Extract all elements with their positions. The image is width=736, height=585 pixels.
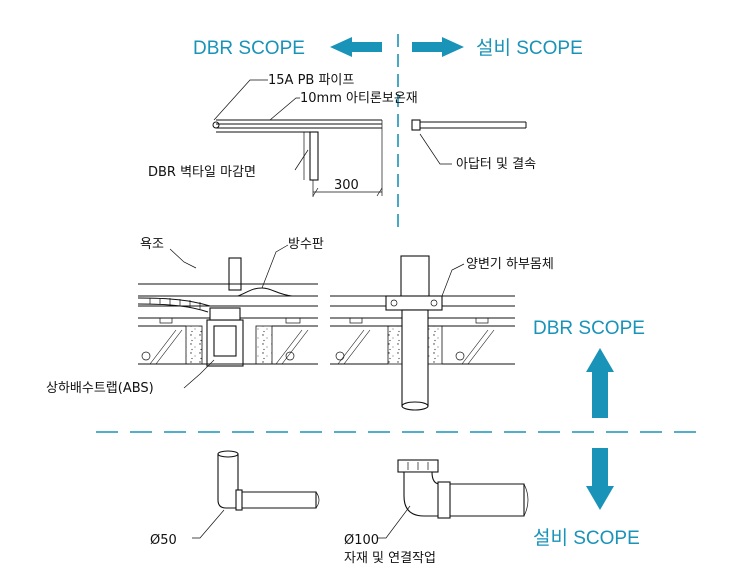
bathtub-floor-section <box>137 257 318 367</box>
pipe50-label: Ø50 <box>150 533 177 548</box>
pb-pipe-label: 15A PB 파이프 <box>268 73 354 88</box>
scope-label-dbr-right: DBR SCOPE <box>533 318 645 339</box>
toilet-base-label: 양변기 하부몸체 <box>466 257 554 272</box>
toilet-floor-section <box>330 255 515 411</box>
insulation-label: 10mm 아티론보온재 <box>300 91 418 106</box>
leader-bathtub <box>169 248 197 269</box>
pipe-100-elbow <box>397 459 529 519</box>
leader-toilet <box>441 263 465 297</box>
waterproof-label: 방수판 <box>288 237 324 252</box>
pipe100-label: Ø100 <box>344 533 379 548</box>
scope-label-facility-right: 설비 SCOPE <box>533 527 640 549</box>
arrow-up-icon <box>586 348 614 418</box>
arrow-right-icon <box>412 37 464 57</box>
scope-label-facility-top: 설비 SCOPE <box>476 37 583 59</box>
scope-label-dbr-top: DBR SCOPE <box>193 38 305 59</box>
wall-finish-label: DBR 벽타일 마감면 <box>148 165 256 180</box>
work-label: 자재 및 연결작업 <box>344 551 436 566</box>
leader-pb-pipe <box>213 79 268 121</box>
leader-trap <box>183 359 215 389</box>
leader-adapter <box>419 133 452 165</box>
dimension-value: 300 <box>334 178 359 193</box>
leader-wall <box>294 149 309 171</box>
arrow-left-icon <box>330 37 382 57</box>
bathtub-label: 욕조 <box>140 237 164 252</box>
pipe-50-elbow <box>217 450 320 511</box>
leader-waterproof <box>261 244 289 289</box>
leader-pipe100 <box>378 505 411 539</box>
trap-label: 상하배수트랩(ABS) <box>46 381 154 396</box>
leader-pipe50 <box>192 509 225 539</box>
adapter-pipe <box>411 119 527 131</box>
leader-insulation <box>269 97 300 121</box>
adapter-label: 아답터 및 결속 <box>456 157 536 172</box>
arrow-down-icon <box>586 448 614 510</box>
